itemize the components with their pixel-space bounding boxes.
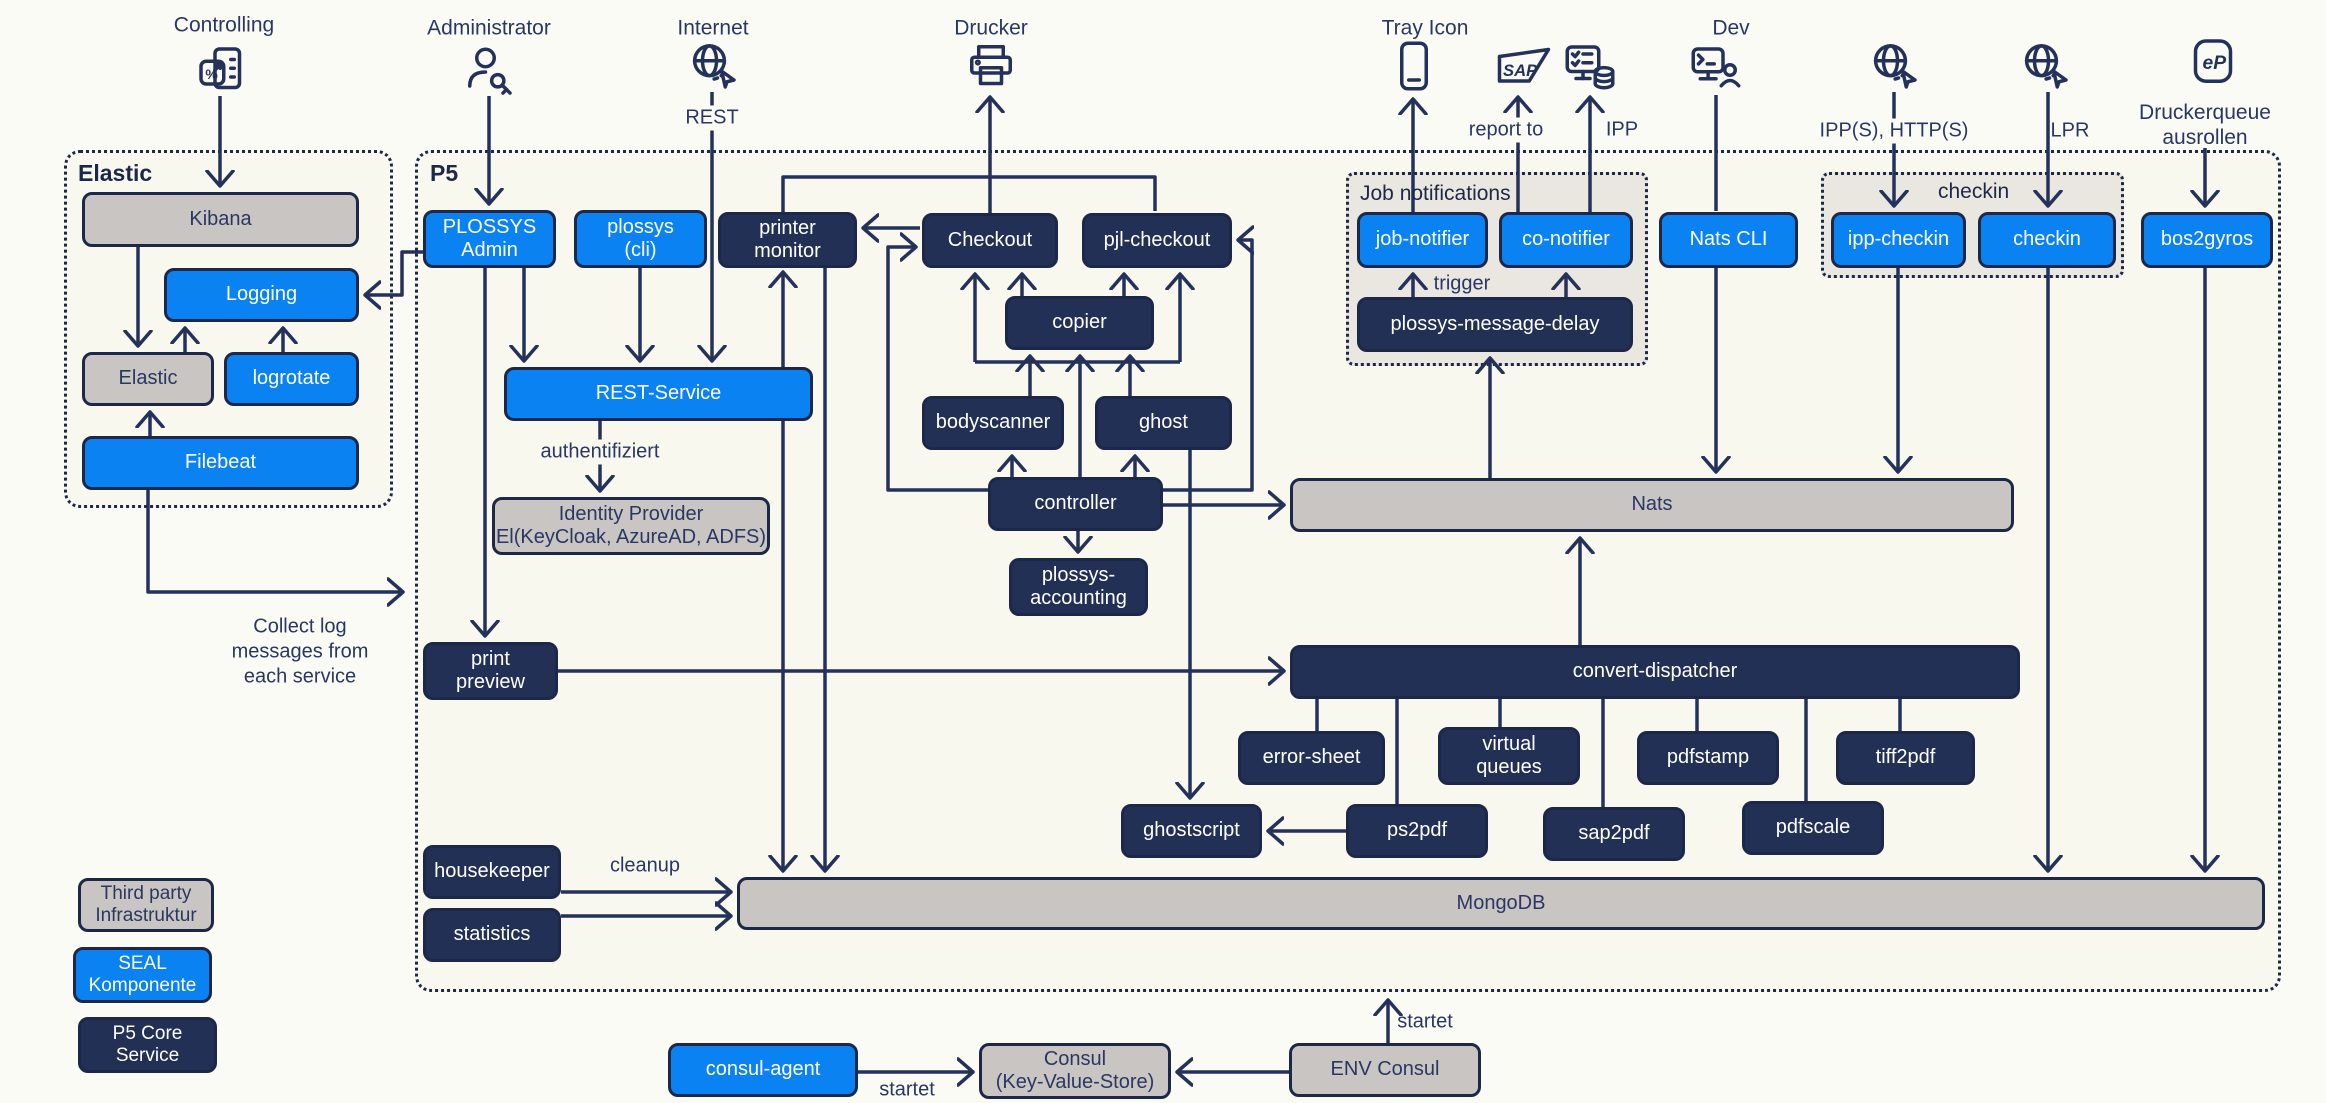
node-ghost: ghost: [1095, 396, 1232, 450]
startet-consul-label: startet: [879, 1078, 935, 1101]
controlling-label: Controlling: [173, 13, 275, 37]
printer-icon: [963, 38, 1019, 94]
node-checkin: checkin: [1978, 212, 2116, 268]
globe-cursor-icon: [2017, 38, 2073, 94]
collect-log-label: Collect log messages from each service: [231, 615, 369, 688]
elastic-container-label: Elastic: [78, 160, 153, 186]
node-convert-dispatcher: convert-dispatcher: [1290, 645, 2020, 699]
node-plossys-message-delay: plossys-message-delay: [1357, 297, 1633, 352]
dev-terminal-user-icon: [1688, 42, 1744, 98]
node-ps2pdf: ps2pdf: [1346, 804, 1488, 858]
druckerqueue-label: Druckerqueue ausrollen: [2139, 100, 2271, 149]
node-consul-kv: Consul (Key-Value-Store): [979, 1043, 1171, 1099]
node-job-notifier: job-notifier: [1357, 212, 1488, 268]
legend-third-party: Third party Infrastruktur: [78, 878, 214, 932]
node-mongodb: MongoDB: [737, 877, 2265, 930]
node-virtual-queues: virtual queues: [1438, 727, 1580, 785]
dev-label: Dev: [1712, 16, 1750, 40]
administrator-label: Administrator: [427, 16, 551, 40]
checklist-database-icon: [1562, 40, 1618, 96]
legend-seal-komponente: SEAL Komponente: [73, 947, 212, 1003]
node-identity-provider: Identity Provider El(KeyCloak, AzureAD, …: [492, 497, 770, 555]
node-ghostscript: ghostscript: [1121, 804, 1262, 858]
sap-logo-icon: SAP: [1496, 39, 1552, 95]
user-key-icon: [461, 44, 517, 100]
node-bodyscanner: bodyscanner: [922, 396, 1064, 450]
svg-text:eP: eP: [2203, 53, 2227, 74]
connector: [781, 175, 1157, 212]
node-ipp-checkin: ipp-checkin: [1831, 212, 1966, 268]
node-elastic: Elastic: [82, 352, 214, 406]
node-error-sheet: error-sheet: [1238, 731, 1385, 785]
startet-env-label: startet: [1397, 1010, 1453, 1033]
internet-label: Internet: [677, 16, 749, 40]
node-pjl-checkout: pjl-checkout: [1082, 213, 1232, 268]
report-to-label: report to: [1462, 117, 1550, 143]
connector: [146, 490, 403, 592]
svg-text:SAP: SAP: [1503, 61, 1538, 80]
node-nats: Nats: [1290, 478, 2014, 532]
ipp-protocol-label: IPP: [1605, 118, 1639, 141]
node-bos2gyros: bos2gyros: [2141, 212, 2273, 268]
node-plossys-cli: plossys (cli): [574, 210, 707, 268]
node-controller: controller: [988, 477, 1163, 531]
tray-icon-label: Tray Icon: [1381, 16, 1469, 40]
legend-p5-core-service: P5 Core Service: [78, 1017, 217, 1073]
connector: [1163, 240, 1252, 492]
node-nats-cli: Nats CLI: [1659, 212, 1798, 268]
node-logging: Logging: [164, 268, 359, 322]
node-rest-service: REST-Service: [504, 367, 813, 421]
checkin-group-label: checkin: [1938, 180, 2010, 203]
node-consul-agent: consul-agent: [668, 1043, 858, 1097]
node-plossys-admin: PLOSSYS Admin: [423, 210, 556, 268]
trigger-label: trigger: [1433, 272, 1491, 295]
connector: [886, 247, 988, 492]
node-statistics: statistics: [423, 908, 561, 962]
ipps-https-label: IPP(S), HTTP(S): [1813, 118, 1975, 144]
node-printer-monitor: printer monitor: [718, 212, 857, 268]
node-kibana: Kibana: [82, 192, 359, 247]
report-percent-icon: %: [194, 42, 250, 98]
globe-cursor-icon: [1866, 38, 1922, 94]
ep-badge-icon: eP: [2185, 34, 2241, 90]
node-checkout: Checkout: [922, 213, 1058, 268]
node-sap2pdf: sap2pdf: [1543, 807, 1685, 861]
node-env-consul: ENV Consul: [1289, 1043, 1481, 1097]
rest-protocol-label: REST: [679, 105, 745, 131]
node-copier: copier: [1005, 296, 1154, 350]
smartphone-icon: [1386, 38, 1442, 94]
node-co-notifier: co-notifier: [1499, 212, 1633, 268]
node-logrotate: logrotate: [224, 352, 359, 406]
lpr-label: LPR: [2050, 119, 2090, 142]
job-notifications-label: Job notifications: [1360, 182, 1511, 205]
p5-container-label: P5: [430, 160, 459, 186]
node-plossys-accounting: plossys- accounting: [1009, 558, 1148, 616]
node-tiff2pdf: tiff2pdf: [1836, 731, 1975, 785]
node-pdfscale: pdfscale: [1742, 801, 1884, 855]
globe-cursor-icon: [685, 38, 741, 94]
drucker-label: Drucker: [954, 16, 1028, 40]
node-print-preview: print preview: [423, 642, 558, 700]
node-pdfstamp: pdfstamp: [1637, 731, 1779, 785]
authentifiziert-label: authentifiziert: [534, 439, 666, 465]
node-housekeeper: housekeeper: [423, 845, 561, 899]
cleanup-label: cleanup: [609, 854, 681, 877]
node-filebeat: Filebeat: [82, 436, 359, 490]
connector: [365, 250, 423, 295]
